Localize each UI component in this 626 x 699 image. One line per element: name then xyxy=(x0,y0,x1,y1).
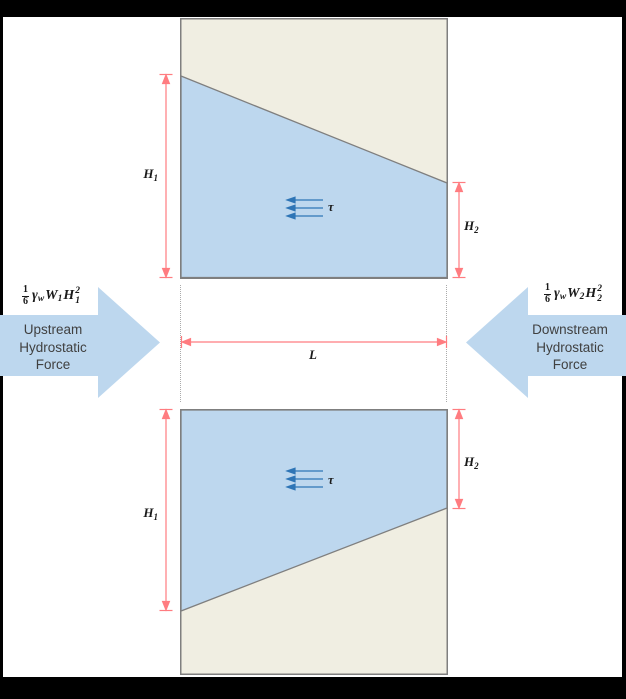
tau-label-top: τ xyxy=(328,200,334,214)
upstream-force-arrow-icon xyxy=(0,287,160,398)
top-pressure-trapezoid xyxy=(180,75,448,279)
bottom-shear-arrows-icon xyxy=(285,467,323,491)
bottom-pressure-trapezoid xyxy=(180,409,448,612)
dim-h2-bottom xyxy=(452,408,466,510)
length-label: L xyxy=(309,347,317,362)
dim-length xyxy=(180,336,448,348)
h2-label-top: H2 xyxy=(464,218,479,235)
bottom-wall-panel xyxy=(180,409,448,675)
top-wall-panel xyxy=(180,18,448,279)
upstream-force-label: Upstream Hydrostatic Force xyxy=(19,322,87,372)
top-shear-arrows-icon xyxy=(285,196,323,220)
tau-label-bottom: τ xyxy=(328,473,334,487)
downstream-force-label: Downstream Hydrostatic Force xyxy=(532,322,608,372)
gap-left-dotted-line xyxy=(180,285,181,402)
downstream-force-arrow-icon xyxy=(466,287,626,398)
h1-label-bottom: H1 xyxy=(143,505,158,522)
h1-label-top: H1 xyxy=(143,166,158,183)
dim-h2-top xyxy=(452,181,466,279)
dim-h1-bottom xyxy=(159,408,173,612)
dim-h1-top xyxy=(159,73,173,279)
h2-label-bottom: H2 xyxy=(464,454,479,471)
